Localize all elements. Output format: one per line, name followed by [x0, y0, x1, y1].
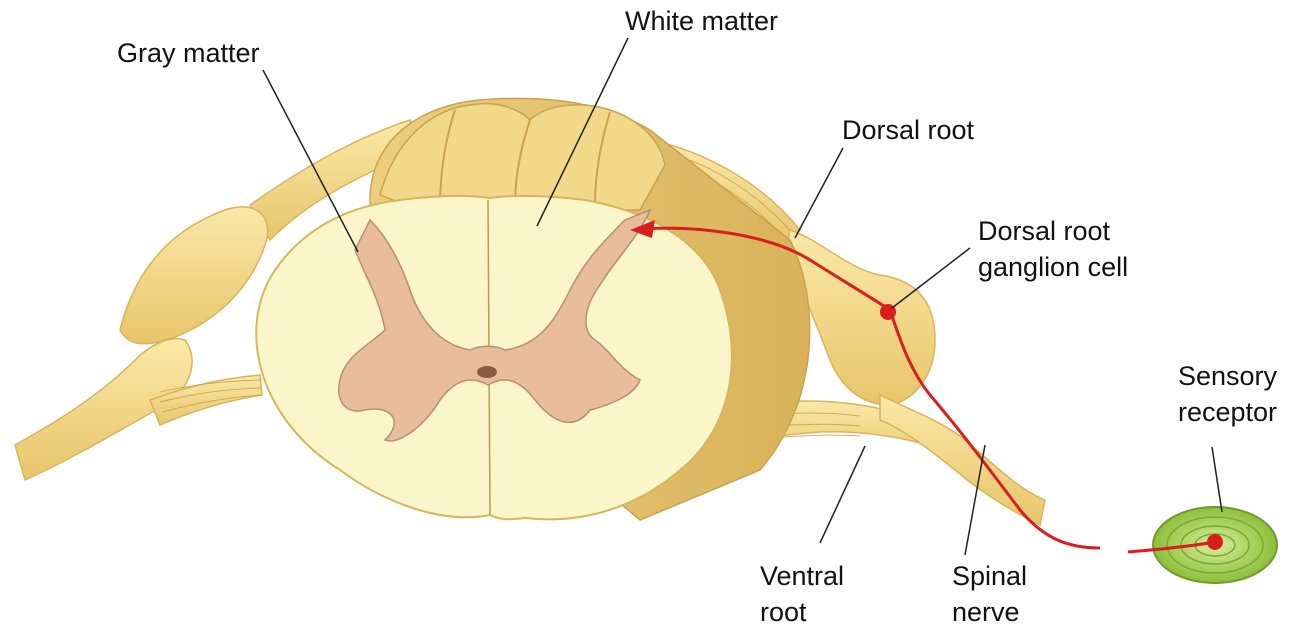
central-canal	[477, 366, 497, 378]
leader-ganglion-cell	[892, 248, 970, 308]
label-ventral-root-line-1: Ventral	[760, 558, 844, 594]
left-dorsal-ganglion	[120, 207, 268, 344]
label-ganglion-cell-line-1: Dorsal root	[978, 213, 1128, 249]
label-ganglion-cell: Dorsal root ganglion cell	[978, 213, 1128, 285]
leader-sensory-receptor	[1212, 447, 1222, 512]
label-ventral-root-line-2: root	[760, 594, 844, 630]
right-spinal-nerve	[880, 395, 1045, 525]
label-sensory-receptor-line-2: receptor	[1178, 394, 1277, 430]
leader-dorsal-root	[795, 148, 843, 238]
label-ventral-root: Ventral root	[760, 558, 844, 630]
label-ganglion-cell-line-2: ganglion cell	[978, 249, 1128, 285]
label-sensory-receptor-line-1: Sensory	[1178, 358, 1277, 394]
label-dorsal-root: Dorsal root	[842, 112, 974, 148]
label-spinal-nerve-line-1: Spinal	[952, 558, 1027, 594]
receptor-ending	[1207, 534, 1223, 550]
label-spinal-nerve-line-2: nerve	[952, 594, 1027, 630]
leader-ventral-root	[820, 446, 865, 543]
label-spinal-nerve: Spinal nerve	[952, 558, 1027, 630]
label-sensory-receptor: Sensory receptor	[1178, 358, 1277, 430]
label-gray-matter: Gray matter	[117, 35, 260, 71]
label-white-matter: White matter	[625, 3, 778, 39]
